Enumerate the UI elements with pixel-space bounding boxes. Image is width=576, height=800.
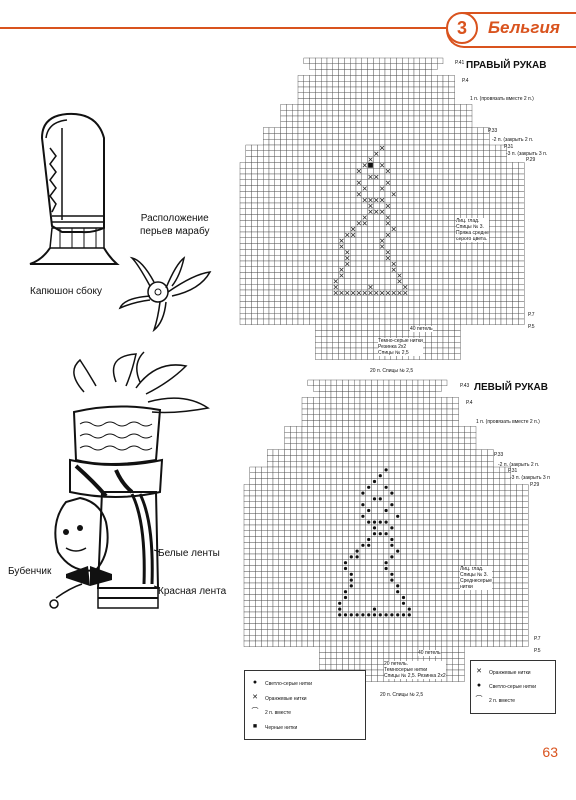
feathers-illustration [118, 256, 212, 333]
rs-r5: Р.5 [528, 324, 535, 330]
left-sleeve-title: ЛЕВЫЙ РУКАВ [474, 382, 548, 393]
header-rule [0, 27, 576, 29]
legend-left-item: Светло-серые нитки [265, 681, 313, 687]
white-ribbons-label: Белые ленты [158, 548, 220, 559]
legend-right-item: Светло-серые нитки [489, 684, 537, 690]
bell-label: Бубенчик [8, 566, 52, 577]
legend-left: ● Светло-серые нитки ✕ Оранжевые нитки ⌒… [244, 670, 366, 740]
ls-n1: 1 п. (провязать вместе 2 п.) [476, 419, 540, 425]
rs-r31: Р.31 [504, 144, 514, 150]
ls-r-top: Р.43 [460, 383, 470, 389]
character-illustration [49, 351, 210, 609]
ls-note: Лиц. глад. Спицы № 3. Среднесерые нитки [460, 566, 492, 590]
legend-right: ✕ Оранжевые нитки ● Светло-серые нитки ⌒… [470, 660, 556, 714]
rs-k2: -2 п. (закрыть 2 п. [492, 137, 534, 143]
ls-r29: Р.29 [530, 482, 540, 488]
feathers-label: Расположение перьев марабу [140, 213, 210, 237]
arc-icon: ⌒ [475, 696, 483, 703]
dot-icon: ● [476, 682, 482, 689]
rs-r-top: Р.41 [455, 60, 465, 66]
ls-bottom: 20 п. Спицы № 2,5 [380, 692, 424, 698]
rs-r4: Р.4 [462, 78, 469, 84]
rs-r29: Р.29 [526, 157, 536, 163]
rs-rib: Темно-серые нитки Резинка 2х2 Спицы № 2,… [378, 338, 423, 356]
right-sleeve-title: ПРАВЫЙ РУКАВ [466, 60, 547, 71]
legend-left-item: Оранжевые нитки [265, 696, 307, 702]
cross-icon: ✕ [476, 668, 482, 675]
chapter-number: 3 [446, 12, 478, 44]
chapter-title: Бельгия [488, 18, 560, 37]
ls-r4: Р.4 [466, 400, 473, 406]
ls-stitches: 40 петель [418, 650, 441, 656]
ls-r31: Р.31 [508, 468, 518, 474]
rs-n1: 1 п. (провязать вместе 2 п.) [470, 96, 534, 102]
rs-k3: -3 п. (закрыть 3 п. [506, 151, 548, 157]
page-number: 63 [542, 744, 558, 760]
rs-bottom: 20 п. Спицы № 2,5 [370, 368, 414, 374]
dot-icon: ● [252, 679, 258, 686]
rs-stitches: 40 петель [410, 326, 433, 332]
ls-k2: -2 п. (закрыть 2 п. [498, 462, 540, 468]
cross-icon: ✕ [252, 694, 258, 701]
legend-right-item: 2 п. вместе [489, 698, 515, 704]
ls-rib: 20 петель. Темносерые нитки Спицы № 2,5.… [384, 661, 446, 679]
legend-right-item: Оранжевые нитки [489, 670, 531, 676]
arc-icon: ⌒ [251, 708, 259, 715]
ls-r7: Р.7 [534, 636, 541, 642]
rs-r33: Р.33 [488, 128, 498, 134]
legend-left-item: 2 п. вместе [265, 710, 291, 716]
red-ribbon-label: Красная лента [158, 586, 227, 597]
chapter-header: 3 Бельгия [446, 12, 576, 48]
left-sleeve-chart [243, 379, 529, 682]
legend-left-item: Черные нитки [265, 725, 298, 731]
ls-r5: Р.5 [534, 648, 541, 654]
hood-side-illustration [29, 112, 120, 265]
right-sleeve-chart [239, 57, 525, 360]
square-icon: ■ [252, 723, 258, 730]
rs-note: Лиц. глад. Спицы № 3. Пряжа средне серог… [456, 218, 489, 242]
ls-r33: Р.33 [494, 452, 504, 458]
ls-k3: -3 п. (закрыть 3 п [510, 475, 550, 481]
hood-side-label: Капюшон сбоку [30, 286, 102, 297]
rs-r7: Р.7 [528, 312, 535, 318]
